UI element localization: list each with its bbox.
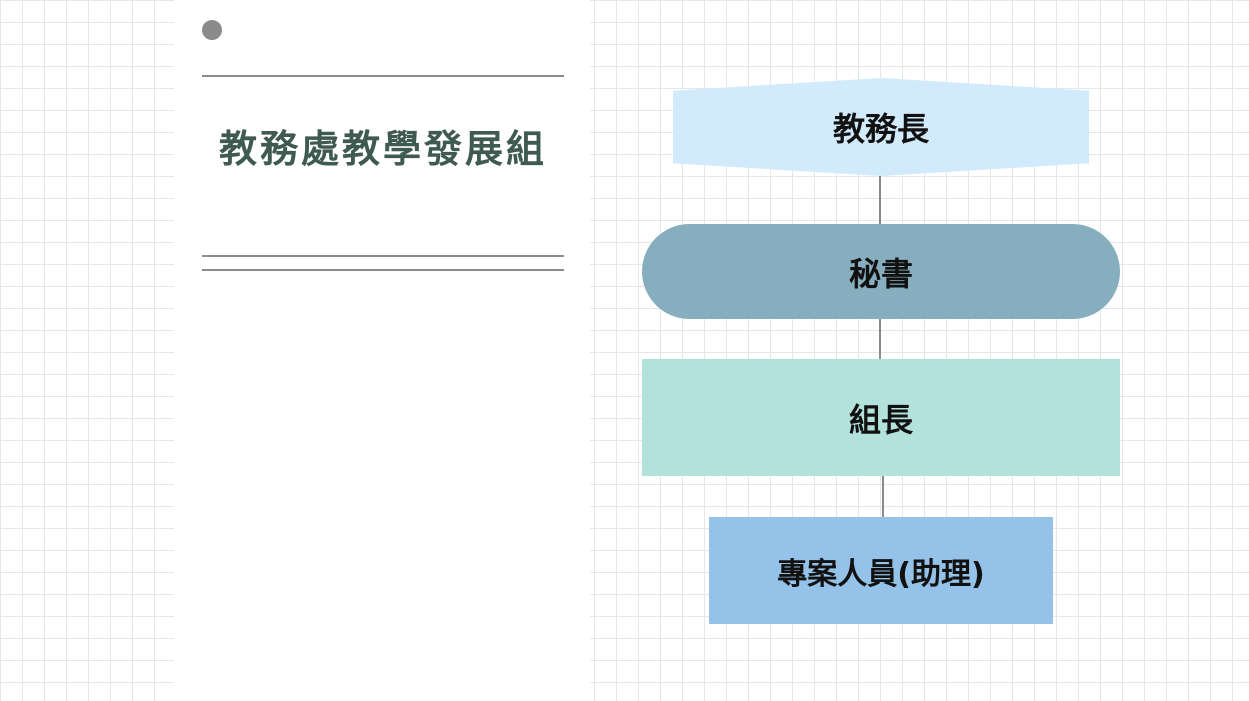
connector-leader-staff <box>882 476 884 517</box>
org-node-label: 教務長 <box>832 110 929 148</box>
org-node-secretary: 秘書 <box>642 224 1120 319</box>
connector-dean-secretary <box>879 176 881 224</box>
org-node-dean: 教務長 <box>673 78 1089 176</box>
org-node-label: 秘書 <box>848 254 913 293</box>
title-panel <box>174 0 590 701</box>
bottom-divider-lower <box>202 269 564 271</box>
connector-secretary-leader <box>879 319 881 359</box>
org-node-label: 專案人員(助理) <box>777 556 985 592</box>
top-divider <box>202 75 564 77</box>
page-title: 教務處教學發展組 <box>218 127 547 171</box>
bullet-dot-icon <box>202 20 222 40</box>
org-node-label: 組長 <box>848 400 913 439</box>
org-node-group-leader: 組長 <box>642 359 1120 476</box>
org-node-project-staff: 專案人員(助理) <box>709 517 1053 624</box>
bottom-divider-upper <box>202 255 564 257</box>
